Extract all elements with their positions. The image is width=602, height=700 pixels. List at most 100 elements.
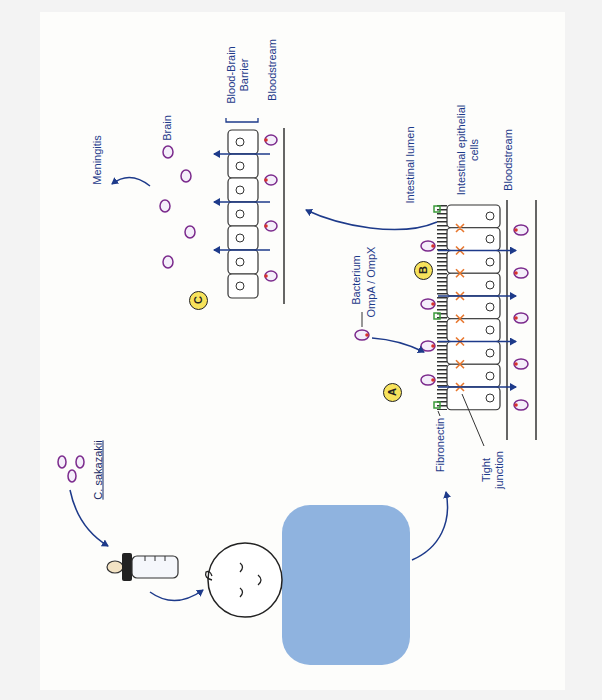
nucleus	[236, 210, 244, 218]
omp-dot	[264, 178, 268, 182]
baby-hair	[206, 572, 212, 581]
card-ground	[40, 12, 565, 690]
epithelial-cell	[447, 228, 500, 251]
endothelial-cell	[228, 226, 258, 250]
label: Bloodstream	[266, 39, 279, 101]
bacterium	[185, 226, 195, 238]
bacterium	[58, 456, 66, 468]
baby-body	[282, 505, 410, 665]
omp-dot	[264, 224, 268, 228]
bottle	[107, 553, 178, 581]
nucleus	[486, 303, 494, 311]
invasion-arrow	[214, 249, 270, 250]
flow-arrow	[306, 210, 437, 230]
epithelial-cell	[447, 387, 500, 410]
endothelial-cell	[228, 202, 258, 226]
nucleus	[236, 234, 244, 242]
epithelial-cell	[447, 251, 500, 274]
flow-arrow	[412, 492, 448, 560]
bacterium	[421, 341, 435, 351]
label: Bacterium	[350, 255, 363, 305]
nucleus	[486, 326, 494, 334]
leader-line	[438, 411, 440, 416]
bacterium	[265, 271, 277, 281]
bacterium	[76, 456, 84, 468]
callout-letter: A	[386, 388, 398, 396]
invasion-arrow	[438, 386, 516, 387]
epithelial-cell	[447, 296, 500, 319]
intestine	[421, 200, 536, 440]
epithelial-cell	[447, 342, 500, 365]
omp-dot	[264, 274, 268, 278]
bacterium	[421, 241, 435, 251]
bacterium	[514, 313, 528, 323]
baby	[206, 505, 410, 665]
nucleus	[236, 162, 244, 170]
omp-dot	[431, 378, 435, 382]
omp-dot	[514, 316, 518, 320]
callout-circle: C	[189, 291, 208, 310]
label: Tight junction	[480, 448, 506, 492]
nucleus	[236, 186, 244, 194]
nucleus	[486, 212, 494, 220]
bacterium	[355, 330, 369, 340]
bacterium	[421, 299, 435, 309]
bacterium	[163, 256, 173, 268]
invasion-arrow	[438, 295, 516, 296]
label: C. sakazakii	[92, 440, 105, 499]
label: Intestinal lumen	[404, 126, 417, 203]
bracket	[226, 118, 258, 122]
invasion-arrow	[438, 250, 516, 251]
nucleus	[236, 138, 244, 146]
nucleus	[236, 282, 244, 290]
endothelial-cell	[228, 154, 258, 178]
bacterium	[160, 200, 170, 212]
epithelial-cell	[447, 364, 500, 387]
label: Intestinal epithelial cells	[455, 100, 481, 200]
bacterium	[514, 268, 528, 278]
nucleus	[486, 281, 494, 289]
endothelial-cell	[228, 250, 258, 274]
fibronectin	[434, 313, 440, 319]
omp-dot	[514, 403, 518, 407]
invasion-arrow	[214, 153, 270, 154]
tight-junction-marks	[456, 224, 464, 391]
baby-eye	[240, 588, 243, 597]
nucleus	[486, 235, 494, 243]
omp-dot	[365, 333, 369, 337]
omp-dot	[514, 228, 518, 232]
bottle-collar	[122, 553, 132, 581]
endothelial-cell	[228, 178, 258, 202]
microvilli	[437, 205, 447, 410]
omp-dot	[514, 362, 518, 366]
baby-mouth	[258, 575, 261, 585]
label: Fibronectin	[434, 418, 447, 472]
nucleus	[486, 258, 494, 266]
bottle-body	[132, 556, 178, 578]
omp-dot	[264, 138, 268, 142]
baby-head	[208, 543, 282, 617]
invasion-arrow	[438, 341, 516, 342]
nucleus	[236, 258, 244, 266]
nucleus	[486, 372, 494, 380]
epithelial-cell	[447, 273, 500, 296]
bloodstream-line	[283, 128, 285, 304]
leader-line	[362, 312, 363, 327]
epithelial-cell	[447, 205, 500, 228]
bottle-nipple	[107, 561, 123, 573]
basement-line	[506, 200, 508, 440]
nucleus	[486, 349, 494, 357]
bacterium	[163, 146, 173, 158]
invasion-arrow	[214, 201, 270, 202]
bottle-marks	[145, 556, 165, 561]
fibronectin	[434, 206, 440, 212]
omp-dot	[514, 271, 518, 275]
bacterium	[421, 375, 435, 385]
omp-dot	[431, 244, 435, 248]
bacteria-cluster	[58, 456, 84, 482]
bacterium	[181, 170, 191, 182]
callout-letter: C	[192, 296, 204, 304]
label: Brain	[161, 115, 174, 141]
